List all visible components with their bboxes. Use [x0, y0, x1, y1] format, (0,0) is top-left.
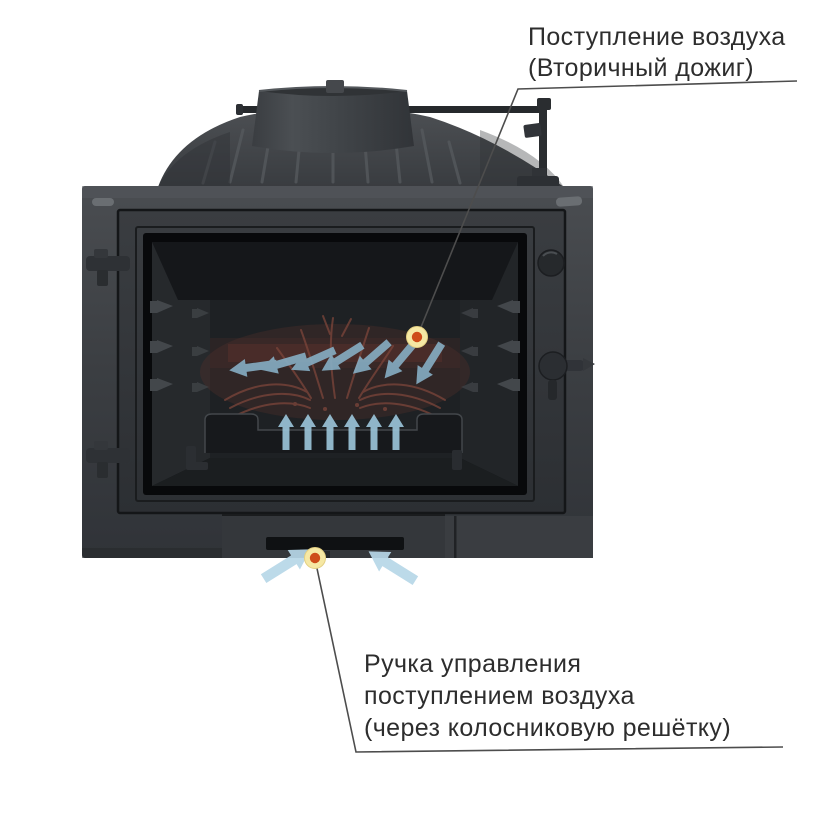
- label-grate-control: Ручка управления поступлением воздуха (ч…: [364, 648, 731, 744]
- marker-grate-control: [304, 547, 326, 569]
- flue-collar: [252, 80, 414, 153]
- air-intake-arrows-icon: [260, 549, 419, 586]
- air-slot: [266, 537, 404, 550]
- door-handle: [538, 351, 595, 400]
- side-support-pins: [150, 300, 520, 392]
- secondary-airflow-arrows-icon: [229, 339, 446, 385]
- ash-drawer: [222, 514, 593, 558]
- door-hinge-bottom: [86, 441, 130, 478]
- door-knob: [537, 249, 565, 277]
- intake-arrow-right: [368, 551, 419, 586]
- label-secondary-air: Поступление воздуха (Вторичный дожиг): [528, 22, 786, 84]
- firebox-interior: [150, 242, 520, 486]
- collar-notch: [326, 80, 344, 93]
- callout-line-grate-control: [314, 558, 784, 753]
- label-grate-control-line2: поступлением воздуха: [364, 682, 635, 710]
- rod-lever: [523, 123, 542, 138]
- intake-arrow-left: [260, 549, 311, 584]
- callout-line-secondary-air: [416, 80, 798, 338]
- label-grate-control-line3: (через колосниковую решётку): [364, 714, 732, 742]
- primary-airflow-up-arrows-icon: [278, 414, 404, 450]
- callout-lines: [314, 80, 798, 753]
- marker-secondary-air: [406, 326, 428, 348]
- door-hinge-top: [86, 249, 130, 286]
- mount-slot-left: [92, 198, 114, 206]
- label-secondary-air-line2: (Вторичный дожиг): [528, 54, 754, 82]
- label-secondary-air-line1: Поступление воздуха: [528, 23, 786, 51]
- mount-slot-right: [556, 196, 583, 207]
- label-grate-control-line1: Ручка управления: [364, 650, 582, 678]
